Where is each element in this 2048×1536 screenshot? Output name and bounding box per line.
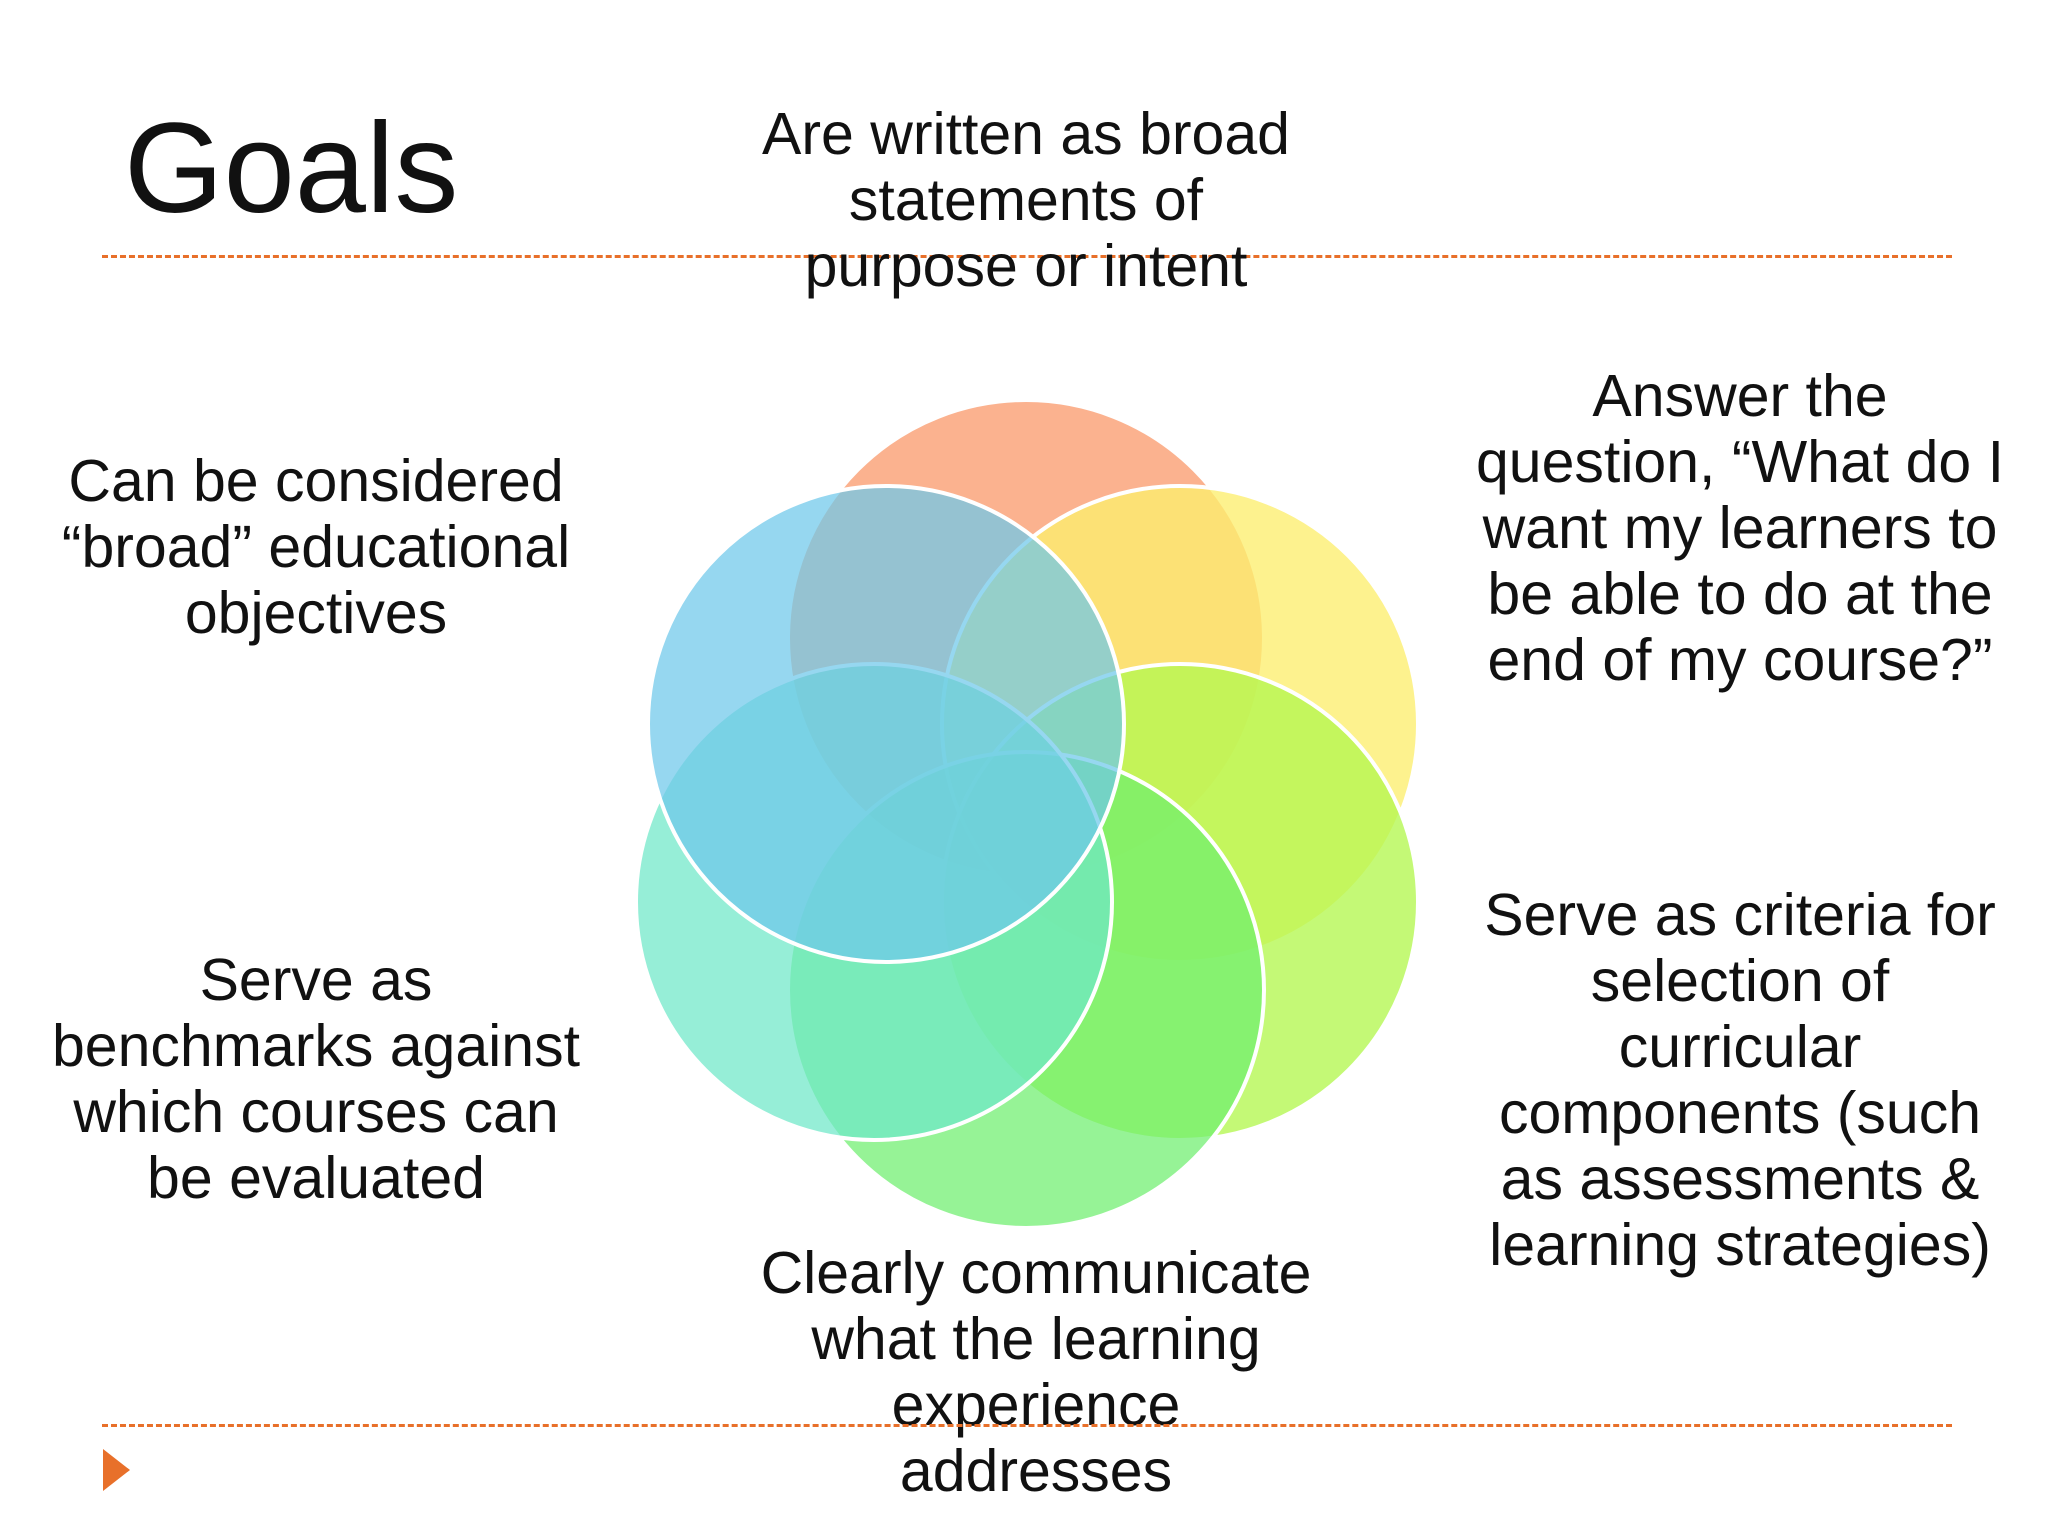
callout-bottom: Clearly communicate what the learning ex… (760, 1240, 1312, 1504)
venn-circle-top-left (646, 484, 1126, 964)
callout-left-lower: Serve as benchmarks against which course… (51, 947, 580, 1211)
callout-right-lower: Serve as criteria for selection of curri… (1484, 882, 1996, 1278)
triangle-bullet-icon (103, 1449, 130, 1491)
slide-title: Goals (124, 97, 459, 240)
callout-left-upper: Can be considered “broad” educational ob… (61, 448, 571, 646)
top-divider (102, 255, 1952, 258)
bottom-divider (102, 1424, 1952, 1427)
callout-right-upper: Answer the question, “What do I want my … (1475, 363, 2004, 693)
callout-top: Are written as broad statements of purpo… (762, 101, 1290, 299)
